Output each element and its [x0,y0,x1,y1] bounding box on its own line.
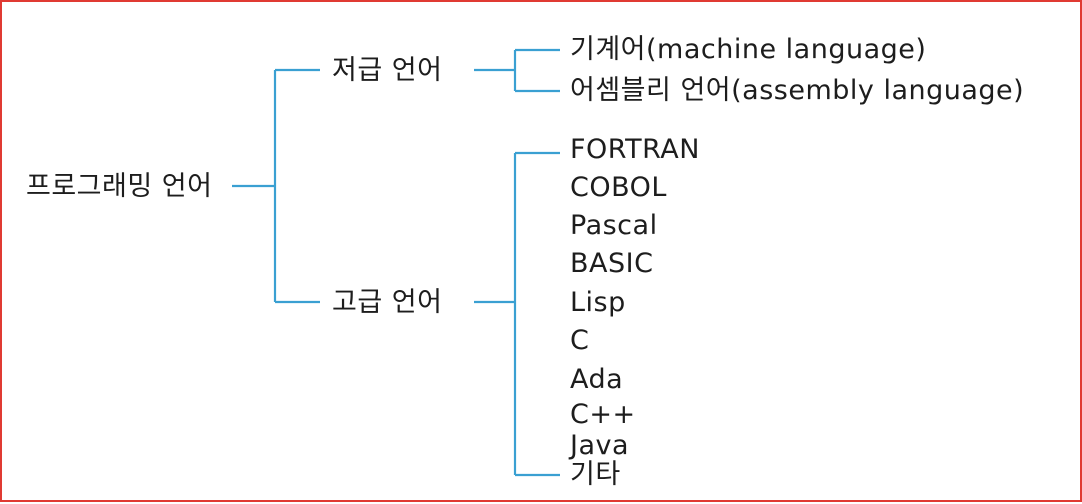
high-item-c: C [570,325,590,356]
high-item-basic: BASIC [570,248,654,279]
high-item-cobol: COBOL [570,172,667,203]
root-label: 프로그래밍 언어 [26,171,213,202]
high-item-etc: 기타 [570,459,621,490]
low-item-assembly: 어셈블리 언어(assembly language) [570,75,1025,106]
high-item-java: Java [570,430,630,461]
low-item-machine: 기계어(machine language) [570,34,927,65]
high-item-pascal: Pascal [570,210,658,241]
low-level-label: 저급 언어 [332,55,443,86]
high-item-cpp: C++ [570,399,636,430]
high-level-label: 고급 언어 [332,287,443,318]
high-item-fortran: FORTRAN [570,134,700,165]
high-item-lisp: Lisp [570,287,626,318]
high-item-ada: Ada [570,364,624,395]
